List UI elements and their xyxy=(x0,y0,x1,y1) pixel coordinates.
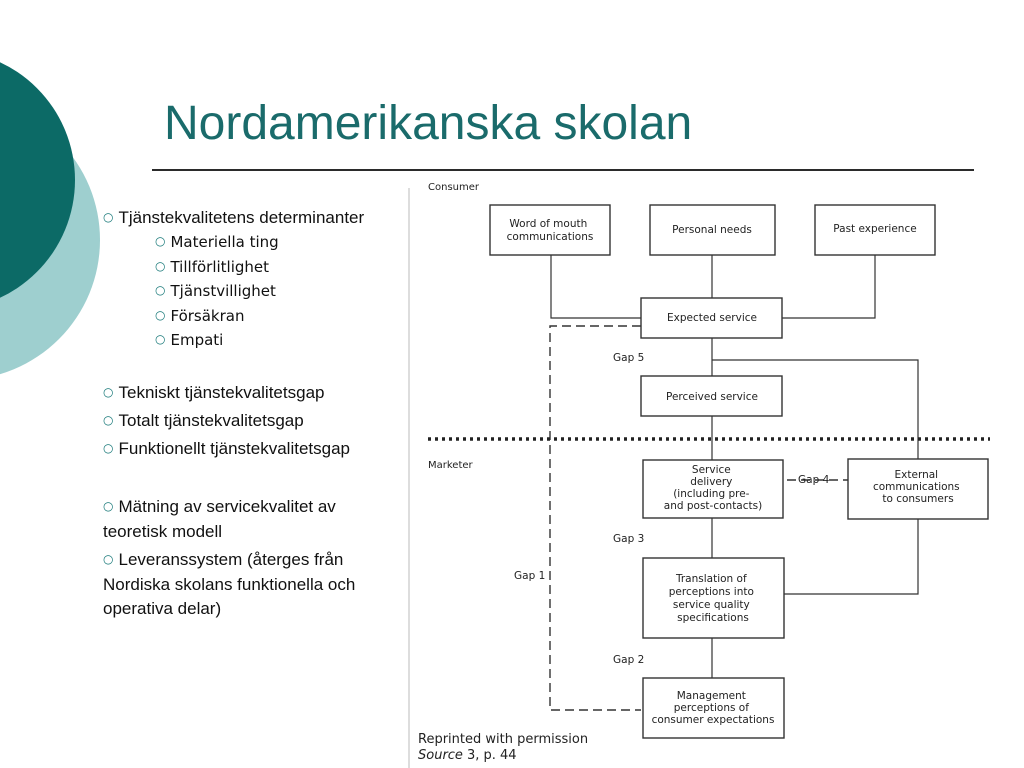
text-personal-needs: Personal needs xyxy=(672,224,752,236)
bullet-functional-gap: ○Funktionellt tjänstekvalitetsgap xyxy=(103,439,351,458)
bullet-circle-icon: ○ xyxy=(103,385,114,399)
text-management-2: perceptions of xyxy=(674,702,749,714)
text-management-3: consumer expectations xyxy=(652,714,775,726)
box-translation xyxy=(642,557,785,639)
text-translation-3: service quality xyxy=(673,599,750,611)
text-service-delivery-1: Service xyxy=(692,464,731,476)
text-word-of-mouth-2: communications xyxy=(507,231,594,243)
bullet-circle-icon: ○ xyxy=(155,332,166,346)
text-external-3: to consumers xyxy=(882,493,953,505)
bullet-circle-icon: ○ xyxy=(155,283,166,297)
svg-text:External communications: External communications to consumers xyxy=(873,469,963,505)
text-translation-4: specifications xyxy=(677,612,749,624)
title-divider xyxy=(152,169,974,171)
bullet-measurement: ○Mätning av servicekvalitet av teoretisk… xyxy=(103,497,336,541)
sub-bullet: ○Materiella ting xyxy=(155,233,279,251)
bullet-circle-icon: ○ xyxy=(155,259,166,273)
svg-text:Service delivery (incl: Service delivery (including pre- and pos… xyxy=(664,464,762,512)
bullet-circle-icon: ○ xyxy=(103,499,114,513)
text-translation-1: Translation of xyxy=(675,573,747,585)
slide-title: Nordamerikanska skolan xyxy=(164,97,693,150)
text-external-2: communications xyxy=(873,481,960,493)
bullet-circle-icon: ○ xyxy=(155,234,166,248)
svg-text:Word of mouth communicatio: Word of mouth communications xyxy=(507,218,594,243)
label-gap-1: Gap 1 xyxy=(514,570,545,582)
bullet-total-gap: ○Totalt tjänstekvalitetsgap xyxy=(103,411,304,430)
label-gap-4: Gap 4 xyxy=(798,474,830,486)
label-gap-5: Gap 5 xyxy=(613,352,644,364)
text-service-delivery-4: and post-contacts) xyxy=(664,500,762,512)
bullet-circle-icon: ○ xyxy=(103,441,114,455)
text-external-1: External xyxy=(895,469,939,481)
bullet-determinants: ○Tjänstekvalitetens determinanter xyxy=(103,208,365,227)
box-word-of-mouth xyxy=(489,204,611,256)
box-expected-service xyxy=(640,297,783,339)
text-service-delivery-2: delivery xyxy=(690,476,732,488)
box-management-perceptions xyxy=(642,677,785,739)
text-expected-service: Expected service xyxy=(667,312,757,324)
sub-bullet: ○Tillförlitlighet xyxy=(155,258,270,276)
sub-bullet: ○Empati xyxy=(155,331,224,349)
text-past-experience: Past experience xyxy=(833,223,916,235)
svg-text:Management perceptions of: Management perceptions of consumer expec… xyxy=(652,690,775,726)
bullet-circle-icon: ○ xyxy=(103,552,114,566)
box-external-communications xyxy=(847,458,989,520)
gap-model-diagram: Consumer Marketer Word of mouth communic… xyxy=(408,178,1008,768)
bullet-delivery-system: ○Leveranssystem (återges från Nordiska s… xyxy=(103,550,356,618)
box-service-delivery xyxy=(642,459,784,519)
reprint-source-word: Source xyxy=(418,748,463,763)
decorative-circles xyxy=(0,62,100,375)
reprint-note: Reprinted with permission xyxy=(418,732,588,747)
label-gap-3: Gap 3 xyxy=(613,533,644,545)
marketer-label: Marketer xyxy=(428,460,474,471)
dashed-connectors xyxy=(549,325,848,711)
bullet-circle-icon: ○ xyxy=(103,413,114,427)
bullet-list: ○Tjänstekvalitetens determinanter ○Mater… xyxy=(0,0,410,768)
bullet-circle-icon: ○ xyxy=(155,308,166,322)
dark-circle xyxy=(0,62,75,298)
solid-connectors xyxy=(550,255,919,678)
box-personal-needs xyxy=(649,204,776,256)
bullet-circle-icon: ○ xyxy=(103,210,114,224)
sub-bullet: ○Tjänstvillighet xyxy=(155,282,276,300)
text-service-delivery-3: (including pre- xyxy=(673,488,749,500)
sub-bullet: ○Försäkran xyxy=(155,307,245,325)
text-translation-2: perceptions into xyxy=(669,586,754,598)
text-management-1: Management xyxy=(677,690,746,702)
text-perceived-service: Perceived service xyxy=(666,391,758,403)
bullet-technical-gap: ○Tekniskt tjänstekvalitetsgap xyxy=(103,383,325,402)
box-past-experience xyxy=(814,204,936,256)
consumer-label: Consumer xyxy=(428,182,480,193)
box-perceived-service xyxy=(640,375,783,417)
label-gap-2: Gap 2 xyxy=(613,654,644,666)
reprint-reference: 3, p. 44 xyxy=(467,748,517,763)
svg-text:Translation of perceptions: Translation of perceptions into service … xyxy=(669,573,758,624)
text-word-of-mouth-1: Word of mouth xyxy=(509,218,587,230)
